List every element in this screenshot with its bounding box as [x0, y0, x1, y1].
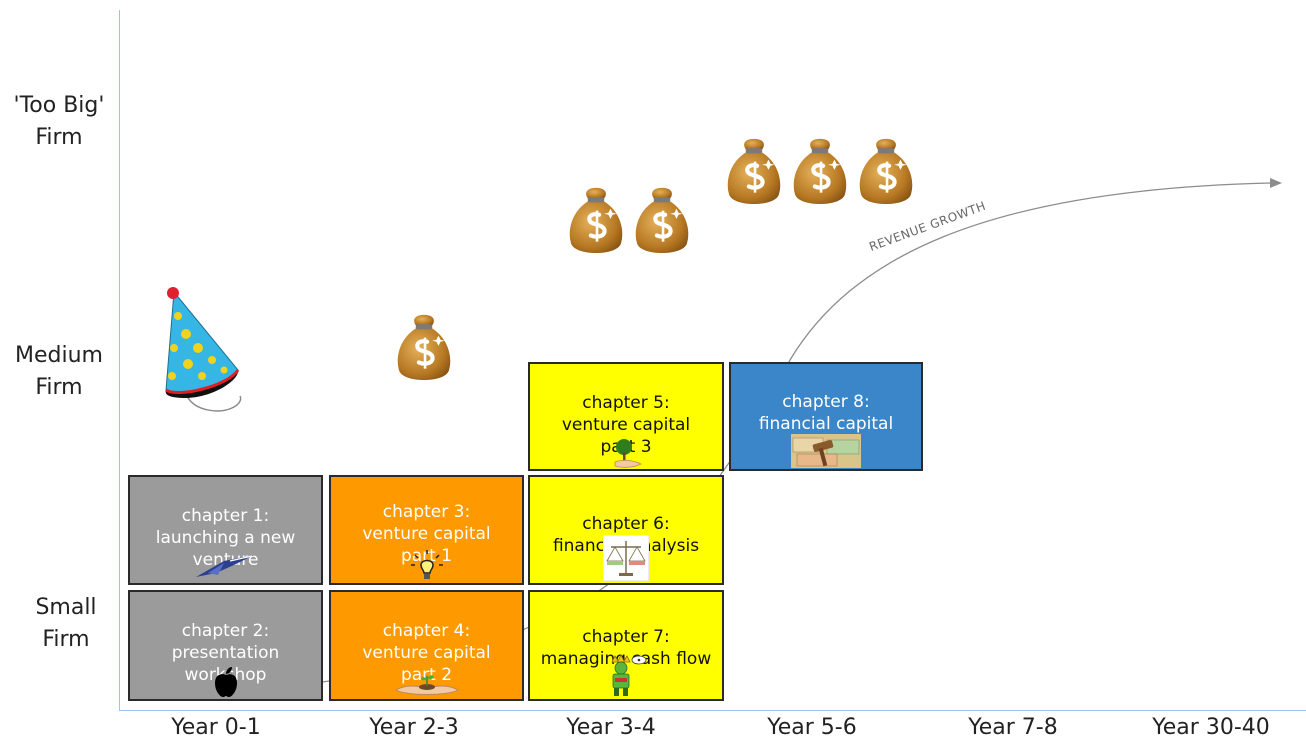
money-bag-icon: [723, 134, 785, 212]
lightbulb-icon: [410, 550, 443, 579]
chapter-5-title: chapter 5: venture capital part 3: [561, 393, 691, 457]
y-axis-line: [119, 10, 120, 711]
chapter-4-box[interactable]: chapter 4: venture capital part 2: [329, 590, 524, 701]
chapter-1-title: chapter 1: launching a new venture: [155, 506, 296, 570]
party-hat-icon: [165, 287, 242, 412]
jet-icon: [195, 555, 254, 577]
chapter-7-box[interactable]: chapter 7: managing cash flow: [528, 590, 724, 701]
apple-icon: [214, 667, 237, 697]
gavel-money-icon: [791, 434, 861, 468]
balance-scale-icon: [603, 535, 649, 581]
x-label-year-5-6: Year 5-6: [767, 715, 857, 740]
x-label-year-7-8: Year 7-8: [968, 715, 1058, 740]
cartoon-king-icon: [611, 654, 647, 696]
chapter-6-box[interactable]: chapter 6: financial analysis: [528, 475, 724, 585]
seedling-hands-icon: [394, 675, 459, 695]
chapter-1-box[interactable]: chapter 1: launching a new venture: [128, 475, 323, 585]
money-bag-icon: [393, 312, 455, 386]
money-bag-icon: [789, 134, 851, 212]
chapter-3-box[interactable]: chapter 3: venture capital part 1: [329, 475, 524, 585]
money-bag-icon: [855, 134, 917, 212]
money-bag-icon: [565, 183, 627, 261]
tree-hand-icon: [614, 439, 642, 468]
x-label-year-2-3: Year 2-3: [369, 715, 459, 740]
y-label-medium-firm: Medium Firm: [15, 343, 103, 400]
chapter-5-box[interactable]: chapter 5: venture capital part 3: [528, 362, 724, 471]
x-label-year-30-40: Year 30-40: [1152, 715, 1270, 740]
y-label-too-big-firm: 'Too Big' Firm: [13, 93, 105, 150]
chapter-3-title: chapter 3: venture capital part 1: [362, 502, 491, 566]
x-label-year-3-4: Year 3-4: [566, 715, 656, 740]
chapter-8-box[interactable]: chapter 8: financial capital & ethics: [729, 362, 923, 471]
chapter-2-box[interactable]: chapter 2: presentation workshop: [128, 590, 323, 701]
chapter-7-title: chapter 7: managing cash flow: [540, 627, 712, 669]
y-label-small-firm: Small Firm: [35, 595, 97, 652]
money-bag-icon: [631, 183, 693, 261]
x-label-year-0-1: Year 0-1: [171, 715, 261, 740]
x-axis-line: [119, 710, 1306, 711]
